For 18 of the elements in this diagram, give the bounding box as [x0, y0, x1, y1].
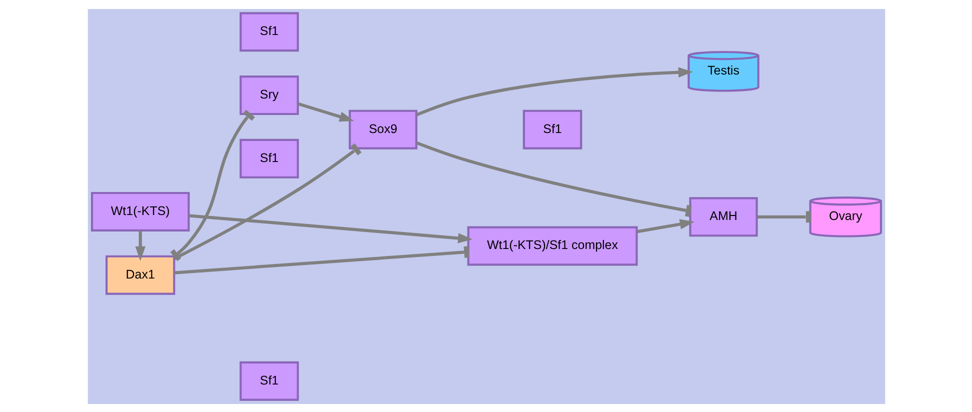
arrow [416, 66, 692, 116]
connector [170, 109, 254, 261]
node-box: Sf1 [522, 109, 582, 149]
node-box: Dax1 [105, 254, 175, 294]
arrow [636, 218, 694, 233]
arrow [188, 214, 472, 243]
arrow [296, 102, 354, 122]
node-box: Sf1 [239, 138, 298, 178]
node-box: Wt1(-KTS)/Sf1 complex [466, 226, 638, 266]
arrow [134, 230, 145, 260]
node-box: Wt1(-KTS) [90, 191, 190, 231]
node-box: Sf1 [239, 360, 298, 400]
node-box: AMH [688, 196, 758, 236]
connector [416, 140, 692, 216]
node-box: Sf1 [239, 12, 298, 52]
connector [756, 210, 810, 222]
node-box: Sry [239, 75, 298, 115]
node-box: Sox9 [348, 109, 417, 149]
